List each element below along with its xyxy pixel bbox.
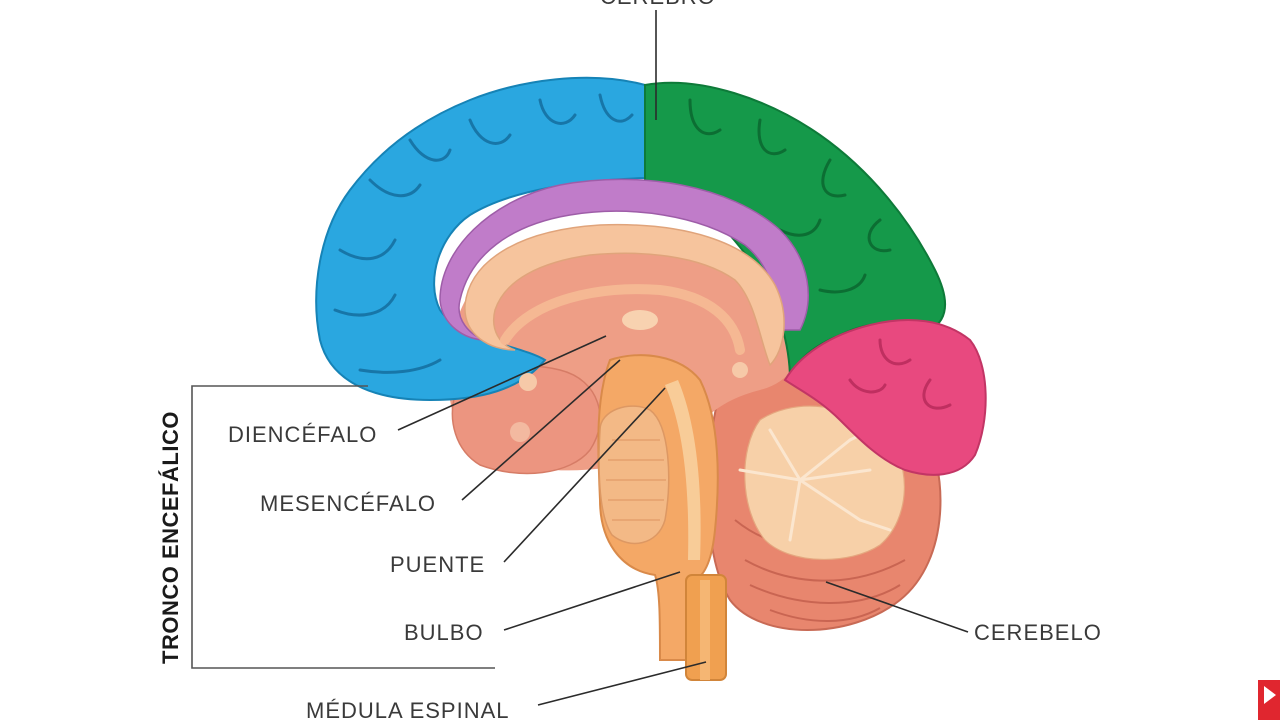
fornix	[500, 284, 745, 355]
label-cerebelo: CEREBELO	[974, 620, 1102, 645]
occipital-gyri	[848, 338, 952, 410]
arbor-vitae-branches	[738, 423, 892, 542]
label-puente: PUENTE	[390, 552, 485, 577]
corpus-callosum	[464, 223, 785, 367]
leader-medula	[537, 661, 707, 706]
leader-bulbo	[503, 571, 681, 631]
play-badge[interactable]	[1258, 680, 1280, 720]
thalamus-spot	[622, 310, 658, 330]
leader-diencefalo	[397, 335, 607, 431]
brain-illustration	[315, 76, 987, 681]
label-bulbo: BULBO	[404, 620, 484, 645]
parietal-gyri	[688, 98, 892, 294]
mammillary-body	[519, 373, 537, 391]
label-medula-espinal: MÉDULA ESPINAL	[306, 698, 510, 720]
pons-striations	[606, 439, 666, 521]
label-mesencefalo: MESENCÉFALO	[260, 491, 436, 516]
optic-chiasm	[510, 422, 530, 442]
frontal-gyri	[333, 93, 634, 374]
cerebral-aqueduct	[665, 380, 701, 560]
label-cerebro: CEREBRO	[600, 0, 716, 9]
label-diencefalo: DIENCÉFALO	[228, 422, 377, 447]
tronco-bracket	[191, 385, 495, 669]
occipital-lobe	[783, 319, 987, 476]
label-tronco-encefalico: TRONCO ENCEFÁLICO	[158, 411, 183, 664]
leader-cerebelo	[825, 581, 969, 633]
pons	[598, 405, 670, 545]
frontal-lobe	[315, 76, 646, 402]
leader-puente	[503, 387, 666, 563]
limbic-cortex	[439, 178, 809, 341]
play-icon	[1264, 686, 1276, 704]
spinal-canal	[700, 580, 710, 680]
leader-mesencefalo	[461, 359, 621, 501]
pineal-gland	[732, 362, 748, 378]
